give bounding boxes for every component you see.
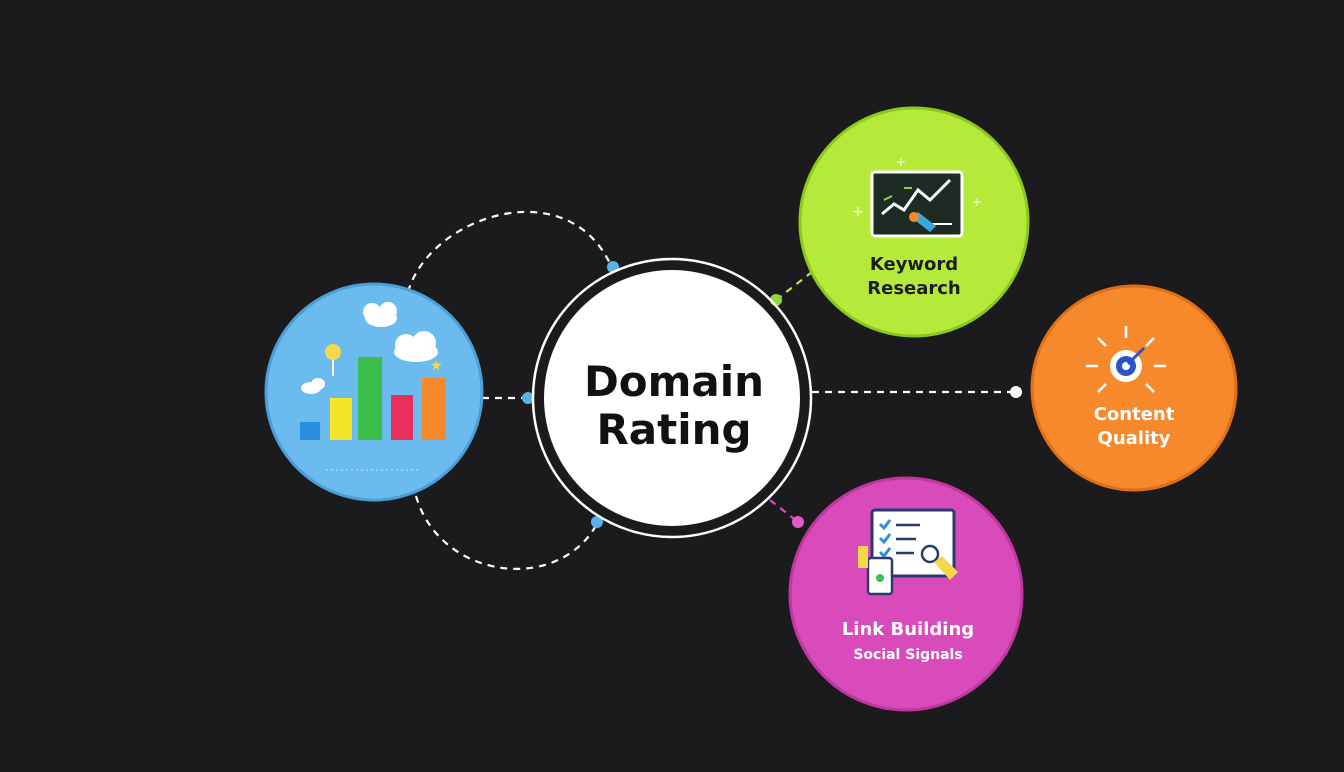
content-label-line1: Content [1094, 404, 1175, 425]
content-circle [1030, 284, 1238, 492]
star-icon: ★ [430, 358, 443, 374]
connector-upper-arc [406, 210, 614, 293]
keyword-label-line1: Keyword [870, 254, 958, 275]
pin-icon [325, 344, 341, 376]
hub-outer-ring [531, 257, 813, 539]
link-building-node: Link Building Social Signals [788, 476, 1024, 712]
connector-hub-keyword [775, 271, 813, 301]
hub-circle [544, 270, 800, 526]
checklist-icon [858, 508, 958, 596]
cloud-icon [301, 302, 438, 394]
hub-title-line1: Domain [584, 357, 764, 406]
analytics-node: ★ [264, 282, 484, 502]
link-circle [788, 476, 1024, 712]
bar-chart-icon [300, 357, 446, 440]
target-icon [1086, 326, 1166, 393]
sparkle-icon: + [896, 155, 906, 169]
connector-dot [522, 392, 534, 404]
link-label-line2: Social Signals [853, 647, 962, 663]
content-label-line2: Quality [1098, 428, 1171, 449]
content-quality-node: Content Quality [1030, 284, 1238, 492]
connector-lower-arc [414, 495, 599, 570]
keyword-research-node: + + + Keyword Research [798, 106, 1030, 338]
chart-screen-icon [870, 170, 964, 238]
connector-dot [1010, 386, 1022, 398]
link-label-line1: Link Building [842, 619, 974, 640]
keyword-label-line2: Research [867, 278, 961, 299]
hub-node: Domain Rating [531, 257, 813, 539]
connector-dot [792, 516, 804, 528]
hub-title-line2: Rating [596, 405, 751, 454]
sparkle-icon: + [852, 204, 864, 220]
connector-dot [591, 516, 603, 528]
sparkle-icon: + [972, 195, 982, 209]
